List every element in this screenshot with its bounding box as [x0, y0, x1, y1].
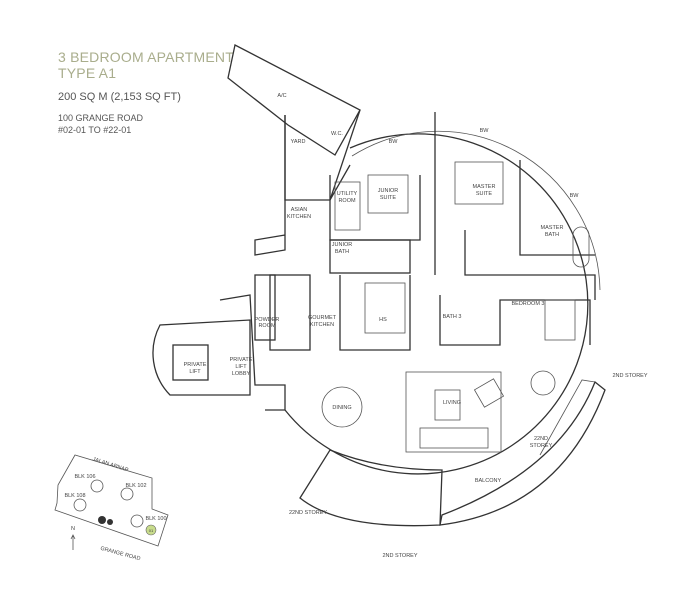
- label-living: LIVING: [443, 400, 461, 406]
- label-junior-bath: JUNIOR: [332, 242, 353, 248]
- label-blk-106: BLK 106: [74, 474, 95, 480]
- label-balcony: BALCONY: [475, 478, 502, 484]
- label-powder-room-2: ROOM: [258, 323, 276, 329]
- plan-units: #02-01 TO #22-01: [58, 125, 132, 135]
- label-master-bath-2: BATH: [545, 232, 559, 238]
- balcony-2nd-storey: [439, 380, 606, 526]
- label-master-suite: MASTER: [473, 184, 496, 190]
- plan-area: 200 SQ M (2,153 SQ FT): [58, 91, 181, 103]
- unit-marker: [145, 524, 157, 536]
- label-jalan-arnap: JALAN ARNAP: [92, 456, 130, 473]
- label-2nd-storey: 2ND STOREY: [612, 373, 647, 379]
- label-blk-100: BLK 100: [145, 516, 166, 522]
- label-bedroom-3: BEDROOM 3: [511, 301, 544, 307]
- label-22nd-storey: 22ND: [534, 436, 548, 442]
- label-yard: YARD: [291, 139, 306, 145]
- label-wc: W.C.: [331, 131, 343, 137]
- plan-address: 100 GRANGE ROAD: [58, 113, 144, 123]
- label-utility: UTILITY: [337, 191, 358, 197]
- ac-ledge: [227, 44, 361, 156]
- north-arrow-icon: [70, 534, 76, 550]
- label-private-lift-2: LIFT: [189, 369, 201, 375]
- label-22nd-storey-2: STOREY: [530, 443, 553, 449]
- label-master-bath: MASTER: [541, 225, 564, 231]
- label-blk-102: BLK 102: [125, 483, 146, 489]
- label-bath-3: BATH 3: [443, 314, 462, 320]
- label-22nd-storey-left: 22ND STOREY: [289, 510, 327, 516]
- label-private-lift: PRIVATE: [184, 362, 207, 368]
- label-dining: DINING: [332, 405, 351, 411]
- label-lift-lobby-2: LIFT: [235, 364, 247, 370]
- plan-title: 3 BEDROOM APARTMENT: [58, 49, 234, 65]
- label-bw: BW: [570, 193, 580, 199]
- north-label: N: [71, 526, 75, 532]
- label-blk-108: BLK 108: [64, 493, 85, 499]
- label-ac: A/C: [277, 93, 286, 99]
- label-gourmet-kitchen-2: KITCHEN: [310, 322, 334, 328]
- label-bw: BW: [389, 139, 399, 145]
- label-powder-room: POWDER: [255, 317, 280, 323]
- label-bw: BW: [480, 128, 490, 134]
- label-asian-kitchen: ASIAN: [291, 207, 308, 213]
- label-lift-lobby-3: LOBBY: [232, 371, 251, 377]
- plan-type: TYPE A1: [58, 65, 117, 81]
- label-gourmet-kitchen: GOURMET: [308, 315, 337, 321]
- label-hs: HS: [379, 317, 387, 323]
- label-master-suite-2: SUITE: [476, 191, 493, 197]
- label-asian-kitchen-2: KITCHEN: [287, 214, 311, 220]
- label-2nd-storey-bottom: 2ND STOREY: [382, 553, 417, 559]
- label-grange-road: GRANGE ROAD: [100, 546, 141, 562]
- label-junior-suite-2: SUITE: [380, 195, 397, 201]
- dining-table: [321, 386, 363, 428]
- key-plan: JALAN ARNAP GRANGE ROAD BLK 106 BLK 102 …: [54, 454, 169, 562]
- private-lift-wall: [152, 319, 251, 396]
- label-junior-suite: JUNIOR: [378, 188, 399, 194]
- unit-marker-label: 01: [149, 528, 154, 533]
- label-lift-lobby: PRIVATE: [230, 357, 253, 363]
- main-outer-wall: [284, 133, 589, 475]
- label-utility-2: ROOM: [338, 198, 356, 204]
- label-junior-bath-2: BATH: [335, 249, 349, 255]
